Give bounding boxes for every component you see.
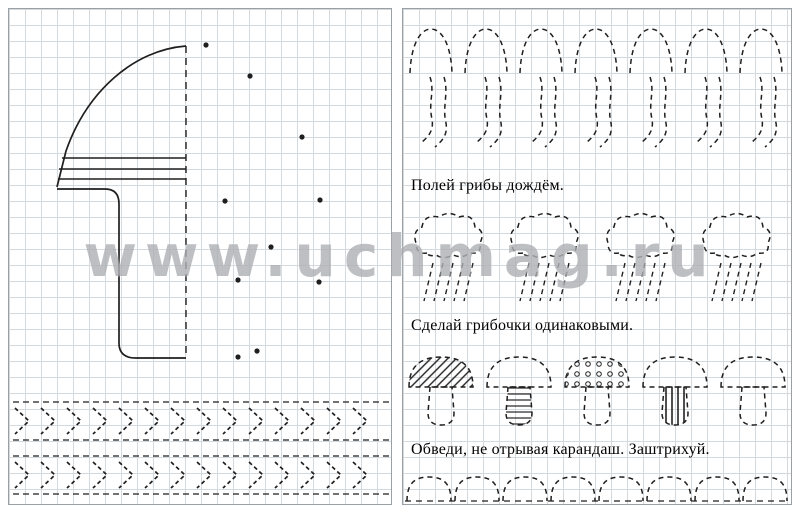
rain-clouds-row xyxy=(414,212,771,302)
right-page: Полей грибы дождём. Сделай грибочки один… xyxy=(402,8,792,505)
mushroom-stem-vlines xyxy=(642,356,708,426)
chevron-tracing-pattern xyxy=(13,401,389,495)
mushroom-plain xyxy=(720,356,786,426)
instruction-text-2: Сделай грибочки одинаковыми. xyxy=(411,317,634,334)
mushroom-stem-outline xyxy=(57,188,186,359)
mushroom-tracing-figure xyxy=(56,42,323,360)
mushroom-outlines-row xyxy=(409,28,783,148)
partial-caps-row xyxy=(405,476,789,502)
left-page xyxy=(8,8,392,505)
mushroom-cap-hatched xyxy=(408,356,474,426)
mushroom-cap-dots xyxy=(564,356,630,426)
instruction-text-3: Обведи, не отрывая карандаш. Заштрихуй. xyxy=(411,441,710,458)
instruction-text-1: Полей грибы дождём. xyxy=(411,177,564,194)
chevron-row-1 xyxy=(13,401,389,441)
mushrooms-row xyxy=(408,356,786,426)
mushroom-cap-arc xyxy=(56,45,187,188)
guide-dots xyxy=(203,42,323,360)
chevron-row-2 xyxy=(13,455,389,495)
mushroom-stem-hlines xyxy=(486,356,552,426)
